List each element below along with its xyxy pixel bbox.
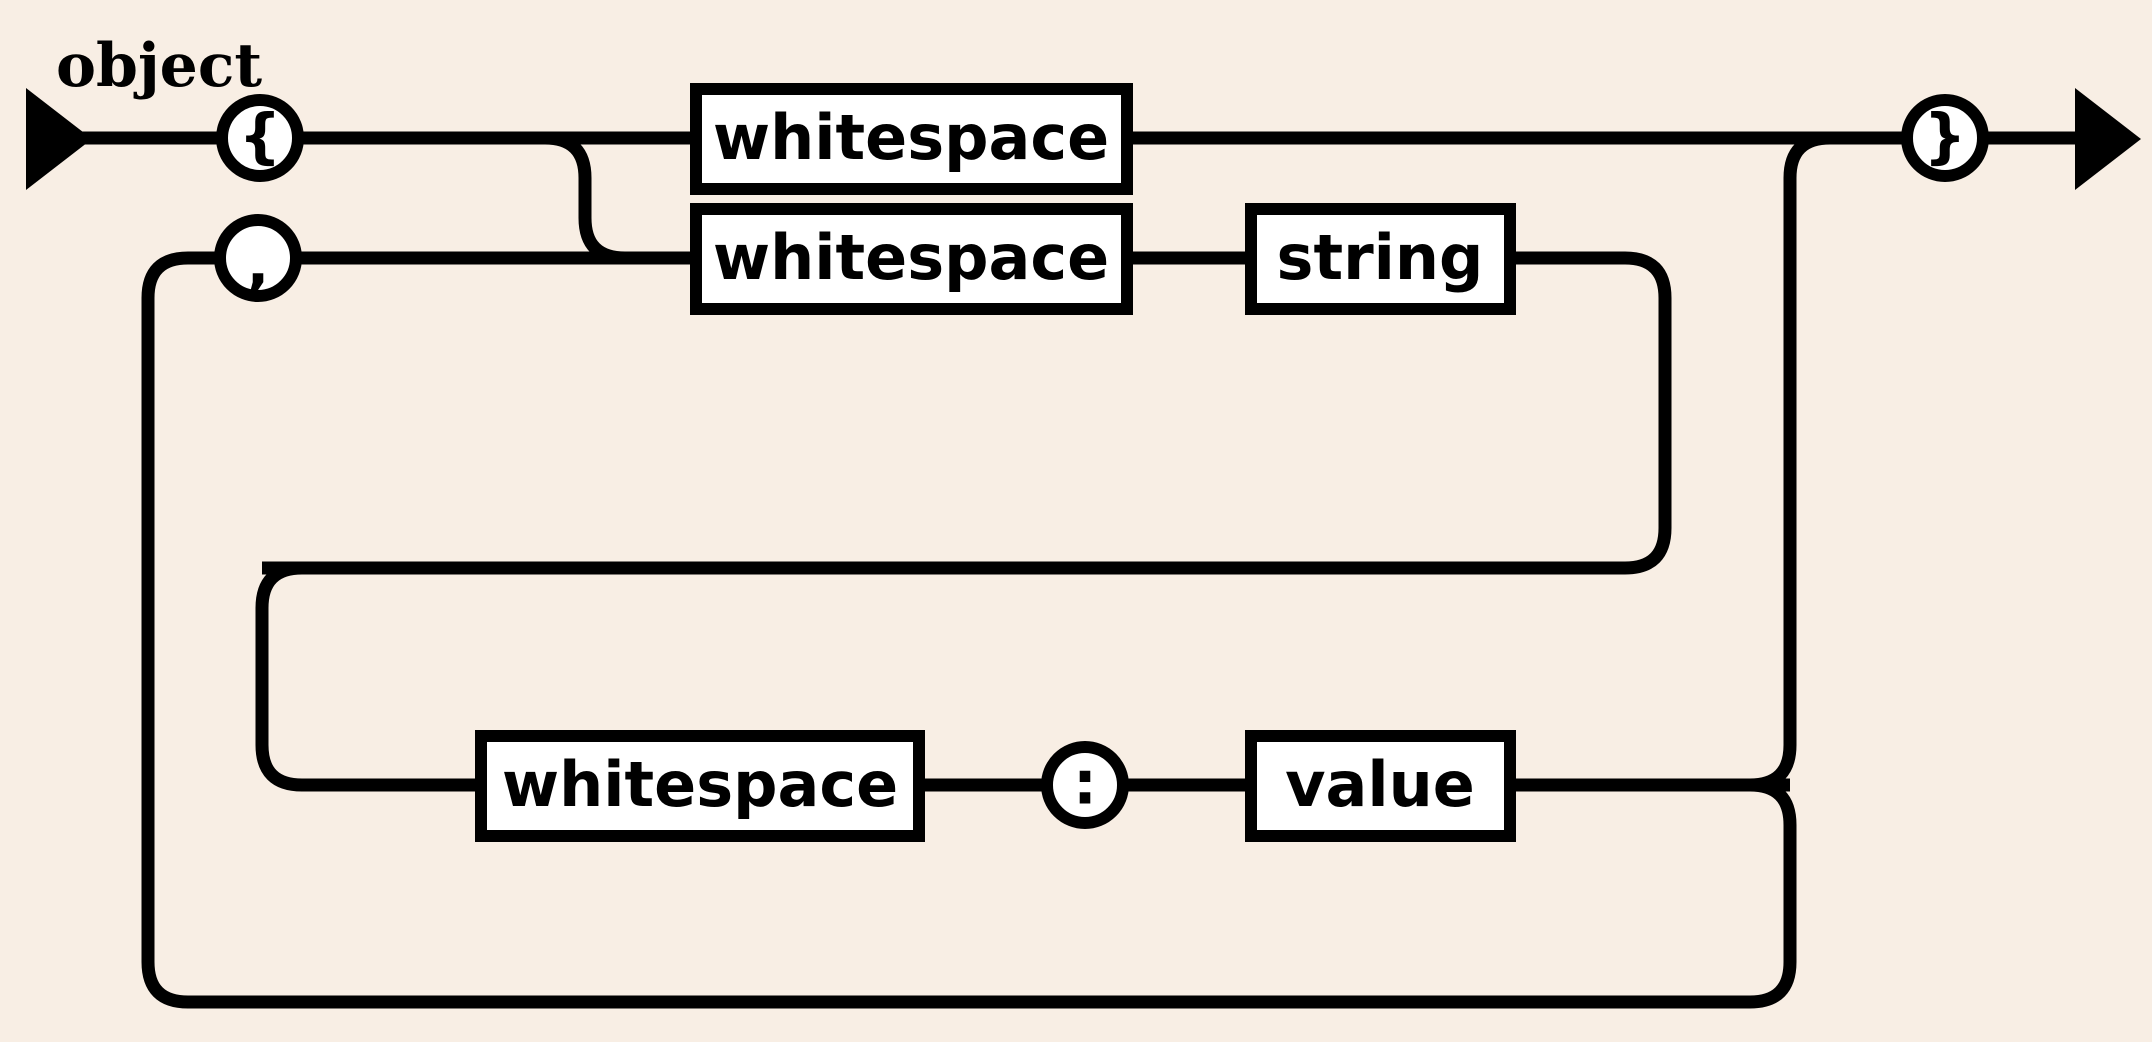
node-string-label: string [1277, 221, 1484, 294]
node-open-brace[interactable] [216, 94, 304, 182]
diagram-title: object [56, 31, 262, 101]
rail-string-to-row3-feed [262, 251, 1672, 575]
node-close-brace[interactable] [1901, 94, 1989, 182]
exit-arrow-icon [2075, 88, 2141, 190]
rail-loop-back-to-comma [141, 251, 1797, 1009]
node-value[interactable] [1245, 730, 1516, 842]
rail-row3-left-turn [255, 561, 475, 792]
node-value-label: value [1285, 748, 1475, 821]
node-whitespace-bottom[interactable] [475, 730, 925, 842]
node-whitespace-bottom-label: whitespace [502, 748, 898, 821]
node-close-brace-label: } [1924, 102, 1967, 172]
node-whitespace-top[interactable] [690, 83, 1133, 195]
rail-junction-up-to-close-brace [1749, 131, 1907, 792]
node-colon[interactable] [1041, 741, 1129, 829]
node-whitespace-middle[interactable] [690, 203, 1133, 315]
node-string[interactable] [1245, 203, 1516, 315]
node-whitespace-top-label: whitespace [713, 101, 1109, 174]
node-comma[interactable] [214, 214, 302, 302]
node-comma-label: , [247, 230, 270, 300]
rail-branch-top-to-row2 [520, 131, 690, 265]
node-colon-label: : [1073, 749, 1097, 819]
entry-arrow-icon [26, 88, 92, 190]
node-open-brace-label: { [239, 102, 282, 172]
node-whitespace-middle-label: whitespace [713, 221, 1109, 294]
